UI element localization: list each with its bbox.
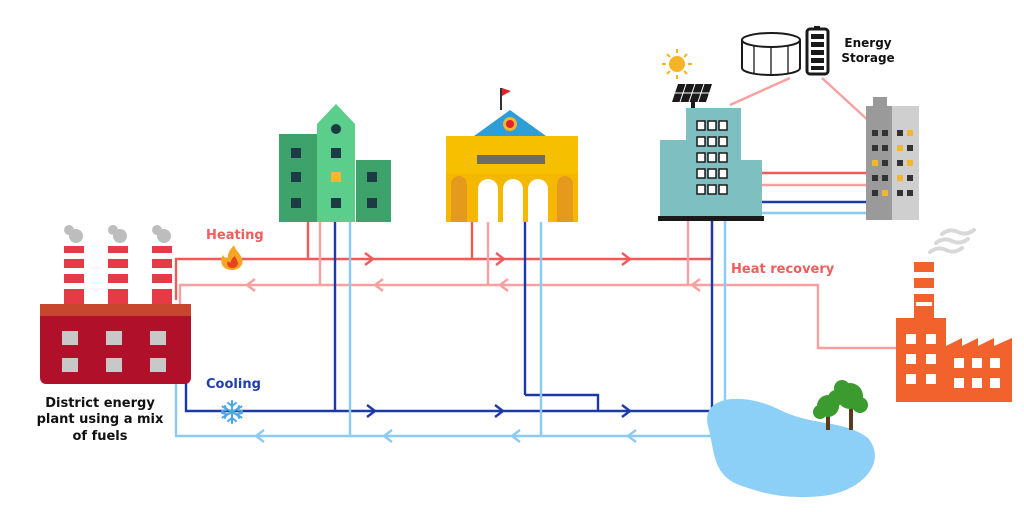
- flame-icon: [221, 245, 243, 270]
- arrow-coolret-1: [254, 429, 265, 443]
- arrow-coolret-4: [626, 429, 637, 443]
- district-plant: [40, 225, 191, 384]
- plant-label-line-2: plant using a mix: [36, 412, 164, 428]
- storage-link-tower: [821, 77, 871, 123]
- arrow-cool-1: [366, 404, 377, 418]
- tree-icon: [813, 380, 868, 430]
- arrow-return-2: [373, 278, 384, 292]
- green-building: [279, 104, 391, 222]
- chimney-left: [64, 246, 84, 306]
- battery-icon: [805, 26, 830, 76]
- plant-label-line-3: of fuels: [72, 428, 128, 444]
- residential-tower: [866, 97, 919, 220]
- arrow-return-3: [498, 278, 509, 292]
- arrow-cool-3: [621, 404, 632, 418]
- cooling-return-pipe: [174, 220, 727, 438]
- museum-building: [446, 88, 578, 222]
- smoke-icon: [928, 228, 976, 254]
- chimney-middle: [108, 246, 128, 306]
- chimney-right: [152, 246, 172, 306]
- arrow-heat-1: [364, 252, 375, 266]
- snowflake-icon: [221, 400, 243, 424]
- energy-storage-label-line-2: Storage: [841, 51, 895, 65]
- flow-arrows: [245, 252, 701, 443]
- heat-recovery-label: Heat recovery: [731, 262, 835, 277]
- storage-link-office: [729, 76, 791, 107]
- arrow-cool-2: [494, 404, 505, 418]
- cooling-label: Cooling: [206, 377, 261, 392]
- arrow-return-4: [690, 278, 701, 292]
- energy-storage-label-line-1: Energy: [844, 36, 892, 50]
- arrow-return-1: [245, 278, 256, 292]
- lake: [707, 398, 875, 498]
- energy-storage-label: Energy Storage: [838, 36, 898, 66]
- pipe-network: [174, 76, 896, 438]
- water-tank-icon: [741, 32, 801, 76]
- arrow-heat-3: [621, 252, 632, 266]
- office-building: [658, 49, 764, 221]
- heating-label: Heating: [206, 228, 264, 243]
- arrow-coolret-2: [382, 429, 393, 443]
- cooling-branch-museum-foot: [525, 393, 600, 411]
- energy-storage: [741, 26, 830, 76]
- plant-label-line-1: District energy: [45, 396, 155, 411]
- arrow-coolret-3: [510, 429, 521, 443]
- smoke-icon: [64, 225, 171, 243]
- industrial-building: [896, 228, 1012, 402]
- flag-icon: [502, 88, 511, 96]
- plant-label: District energy plant using a mix of fue…: [30, 396, 170, 445]
- solar-panel-icon: [672, 83, 712, 110]
- sun-icon: [662, 49, 692, 79]
- arrow-heat-2: [495, 252, 506, 266]
- cooling-supply-pipe: [184, 220, 714, 413]
- heating-return-pipe: [178, 283, 896, 350]
